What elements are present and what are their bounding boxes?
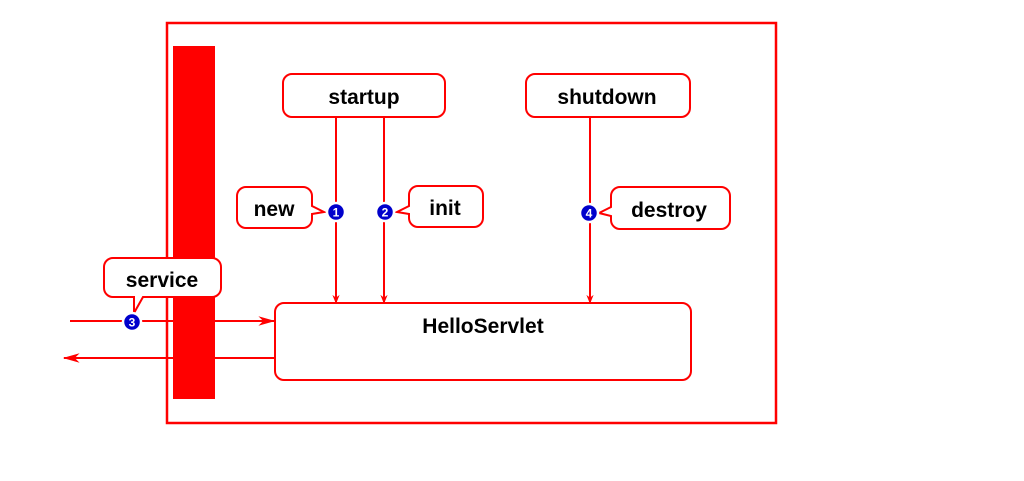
step-badge-4: 4 bbox=[578, 202, 600, 224]
callout-new: new bbox=[236, 186, 328, 229]
node-helloservlet: HelloServlet bbox=[274, 302, 692, 381]
node-startup-label: startup bbox=[328, 86, 399, 109]
step-badge-1-label: 1 bbox=[333, 206, 340, 220]
node-startup: startup bbox=[282, 73, 446, 118]
step-badge-3-label: 3 bbox=[129, 316, 136, 330]
container-bar bbox=[173, 46, 215, 399]
callout-service-label: service bbox=[126, 269, 198, 292]
callout-init-label: init bbox=[429, 197, 461, 220]
node-shutdown: shutdown bbox=[525, 73, 691, 118]
step-badge-1: 1 bbox=[325, 201, 347, 223]
callout-new-label: new bbox=[254, 198, 296, 221]
callout-init: init bbox=[393, 185, 484, 228]
container-frame bbox=[165, 21, 778, 425]
step-badge-3: 3 bbox=[121, 311, 143, 333]
step-badge-2: 2 bbox=[374, 201, 396, 223]
node-shutdown-label: shutdown bbox=[557, 86, 656, 109]
step-badge-2-label: 2 bbox=[382, 206, 389, 220]
node-helloservlet-label: HelloServlet bbox=[422, 315, 543, 338]
step-badge-4-label: 4 bbox=[586, 207, 593, 221]
callout-destroy: destroy bbox=[596, 186, 731, 230]
callout-service: service bbox=[103, 257, 222, 317]
callout-destroy-label: destroy bbox=[631, 199, 707, 222]
